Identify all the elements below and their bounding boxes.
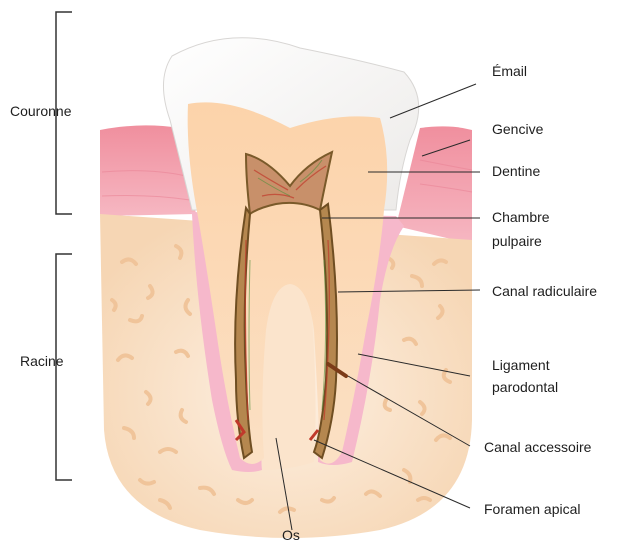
pulp-chamber-label-line2: pulpaire <box>492 232 542 250</box>
accessory-canal-label: Canal accessoire <box>484 438 591 456</box>
apical-foramen-label: Foramen apical <box>484 500 581 518</box>
dentin-label: Dentine <box>492 162 540 180</box>
root-label: Racine <box>20 352 64 370</box>
pdl-label-line1: Ligament <box>492 356 550 374</box>
root-canal-label: Canal radiculaire <box>492 282 597 300</box>
gum-label: Gencive <box>492 120 543 138</box>
enamel-label: Émail <box>492 62 527 80</box>
bone-label: Os <box>282 526 300 544</box>
pdl-label-line2: parodontal <box>492 378 558 396</box>
pulp-chamber-label-line1: Chambre <box>492 208 550 226</box>
crown-label: Couronne <box>10 102 72 120</box>
